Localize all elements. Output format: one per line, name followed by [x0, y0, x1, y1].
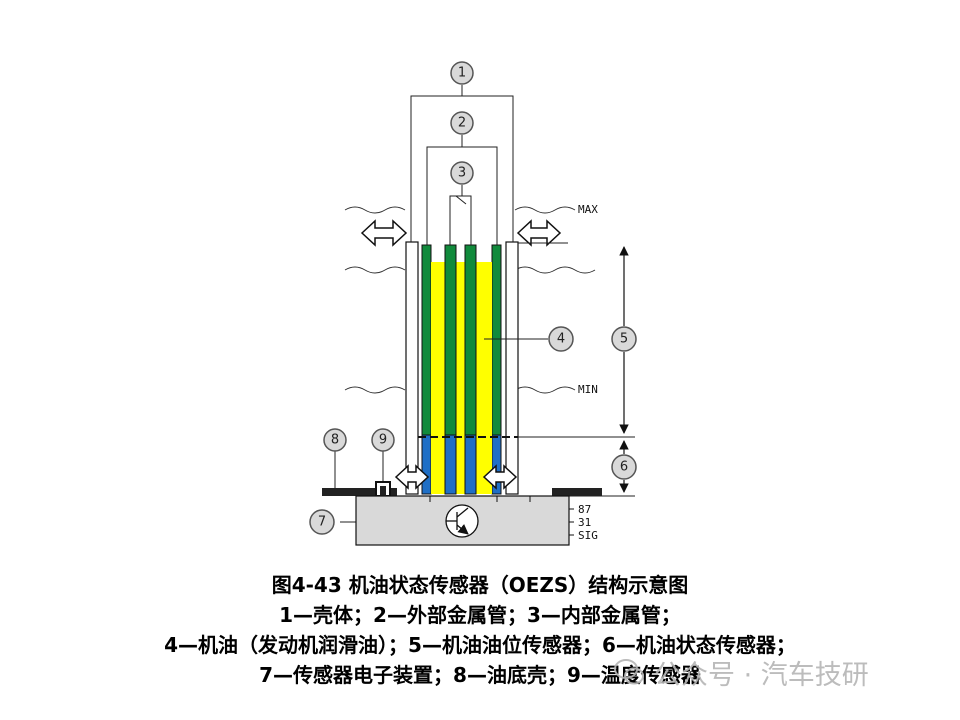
callout-7: 7 [309, 509, 335, 535]
svg-text:7: 7 [318, 515, 326, 530]
callout-2: 2 [450, 111, 474, 135]
svg-text:9: 9 [379, 433, 387, 448]
pin-connectors [429, 496, 574, 536]
caption-line-3: 7—传感器电子装置；8—油底壳；9—温度传感器 [259, 663, 701, 687]
pin-31-label: 31 [578, 516, 591, 529]
svg-text:4: 4 [557, 332, 565, 347]
watermark: 公众号 · 汽车技研 [612, 650, 942, 694]
svg-text:6: 6 [620, 460, 628, 475]
callout-4: 4 [548, 326, 574, 352]
min-level-label: MIN [578, 383, 598, 396]
svg-text:1: 1 [458, 66, 466, 81]
oil-sump-left [322, 488, 397, 496]
pin-87-label: 87 [578, 503, 591, 516]
oezs-diagram: MAX MIN [309, 61, 637, 546]
callout-3: 3 [450, 161, 474, 185]
svg-text:5: 5 [620, 332, 628, 347]
pin-sig-label: SIG [578, 529, 598, 542]
callout-1: 1 [450, 61, 474, 85]
oil-level-waves [344, 206, 596, 394]
callout-9: 9 [371, 428, 395, 452]
svg-text:8: 8 [331, 433, 339, 448]
max-level-label: MAX [578, 203, 598, 216]
caption-line-2: 4—机油（发动机润滑油）；5—机油油位传感器；6—机油状态传感器； [164, 633, 796, 657]
caption-title: 图4-43 机油状态传感器（OEZS）结构示意图 [271, 573, 689, 597]
figure-caption: 图4-43 机油状态传感器（OEZS）结构示意图 1—壳体；2—外部金属管；3—… [0, 570, 960, 690]
caption-line-1: 1—壳体；2—外部金属管；3—内部金属管； [279, 603, 681, 627]
oil-flow-arrows [360, 219, 562, 490]
oil-sump-right [552, 488, 602, 496]
watermark-text: 公众号 · 汽车技研 [654, 659, 869, 691]
transistor-icon [445, 504, 479, 538]
callout-5: 5 [611, 326, 637, 352]
svg-text:2: 2 [458, 116, 466, 131]
wechat-icon [614, 659, 644, 685]
callout-8: 8 [323, 428, 347, 452]
callout-6: 6 [611, 454, 637, 480]
sensor-tubes [405, 241, 519, 495]
svg-text:3: 3 [458, 166, 466, 181]
